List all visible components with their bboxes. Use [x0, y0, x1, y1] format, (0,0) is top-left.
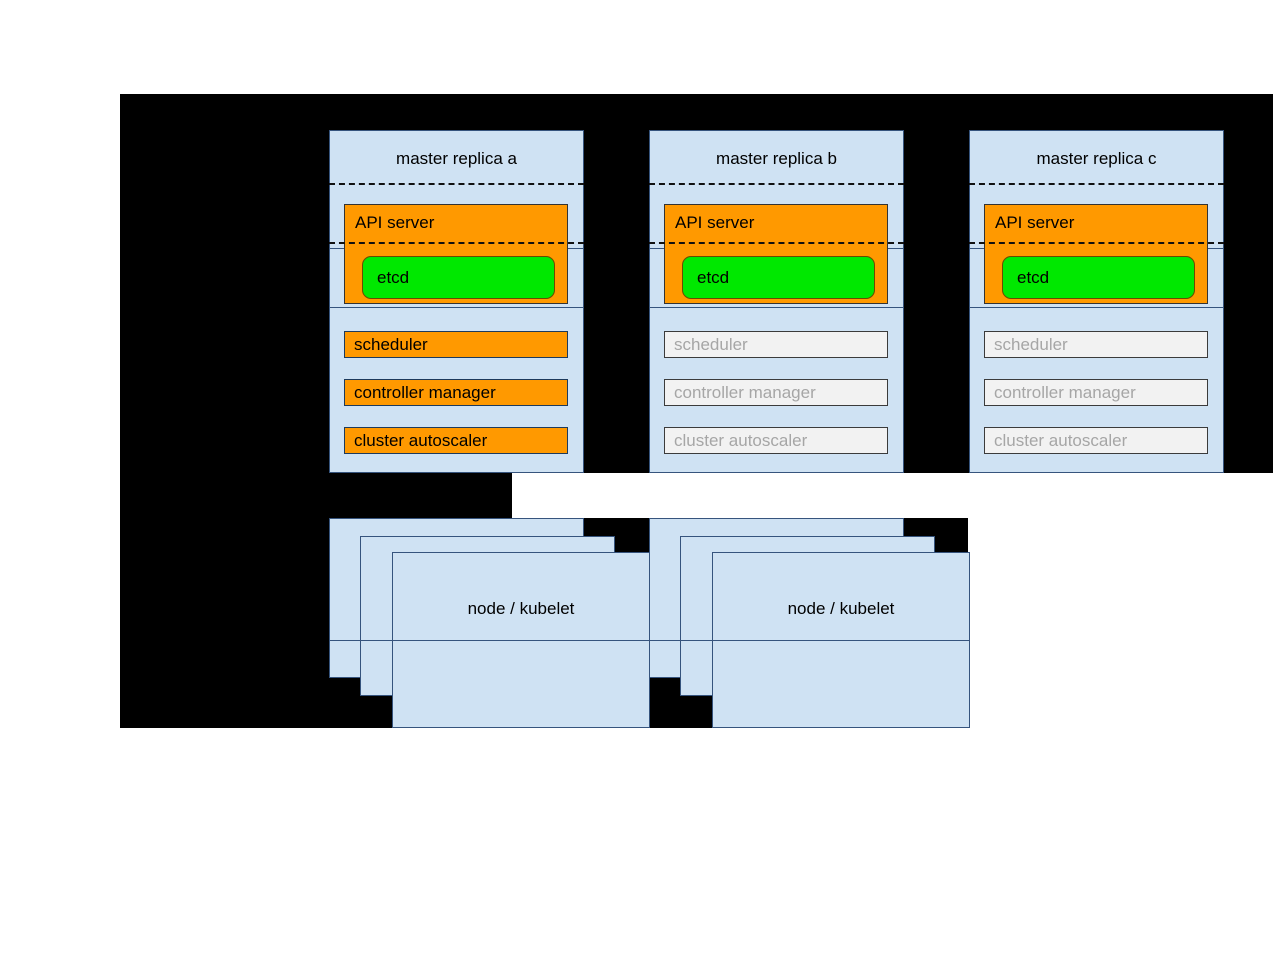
replica-b-etcd-label: etcd: [697, 267, 730, 287]
replica-c-etcd-label: etcd: [1017, 267, 1050, 287]
replica-c-cluster-autoscaler[interactable]: cluster autoscaler: [984, 427, 1208, 454]
node-stack-1-divider: [329, 640, 650, 641]
replica-a-scheduler[interactable]: scheduler: [344, 331, 568, 358]
replica-c-scheduler[interactable]: scheduler: [984, 331, 1208, 358]
replica-a-scheduler-label: scheduler: [354, 334, 428, 354]
replica-a-controller-manager[interactable]: controller manager: [344, 379, 568, 406]
replica-b-title: master replica b: [716, 149, 837, 168]
replica-b-controller-manager[interactable]: controller manager: [664, 379, 888, 406]
replica-a-api-server-label: API server: [355, 213, 435, 232]
replica-a-divider-bottom: [329, 307, 584, 308]
replica-a-controller-manager-label: controller manager: [354, 382, 496, 402]
replica-c-api-server-label: API server: [995, 213, 1075, 232]
node-2-label: node / kubelet: [787, 599, 895, 618]
replica-a-etcd-label: etcd: [377, 267, 410, 287]
replica-c-scheduler-label: scheduler: [994, 334, 1068, 354]
replica-b-cluster-autoscaler[interactable]: cluster autoscaler: [664, 427, 888, 454]
replica-b-cluster-autoscaler-label: cluster autoscaler: [674, 430, 808, 450]
replica-b-scheduler-label: scheduler: [674, 334, 748, 354]
node-1-label: node / kubelet: [467, 599, 575, 618]
replica-b-divider-bottom: [649, 307, 904, 308]
replica-a-cluster-autoscaler[interactable]: cluster autoscaler: [344, 427, 568, 454]
replica-c-etcd[interactable]: etcd: [1002, 256, 1195, 299]
replica-b-api-server-label: API server: [675, 213, 755, 232]
replica-c-title: master replica c: [1036, 149, 1157, 168]
replica-a-title: master replica a: [396, 149, 517, 168]
replica-c-cluster-autoscaler-label: cluster autoscaler: [994, 430, 1128, 450]
node-stack-2-divider: [649, 640, 970, 641]
replica-b-divider-api: [649, 242, 904, 244]
replica-b-controller-manager-label: controller manager: [674, 382, 816, 402]
replica-c-divider-top: [969, 183, 1224, 185]
replica-a-cluster-autoscaler-label: cluster autoscaler: [354, 430, 488, 450]
replica-c-divider-api: [969, 242, 1224, 244]
replica-b-scheduler[interactable]: scheduler: [664, 331, 888, 358]
replica-c-controller-manager[interactable]: controller manager: [984, 379, 1208, 406]
replica-a-divider-api: [329, 242, 584, 244]
replica-b-etcd[interactable]: etcd: [682, 256, 875, 299]
replica-c-controller-manager-label: controller manager: [994, 382, 1136, 402]
replica-c-divider-bottom: [969, 307, 1224, 308]
replica-a-divider-top: [329, 183, 584, 185]
replica-a-etcd[interactable]: etcd: [362, 256, 555, 299]
replica-b-divider-top: [649, 183, 904, 185]
